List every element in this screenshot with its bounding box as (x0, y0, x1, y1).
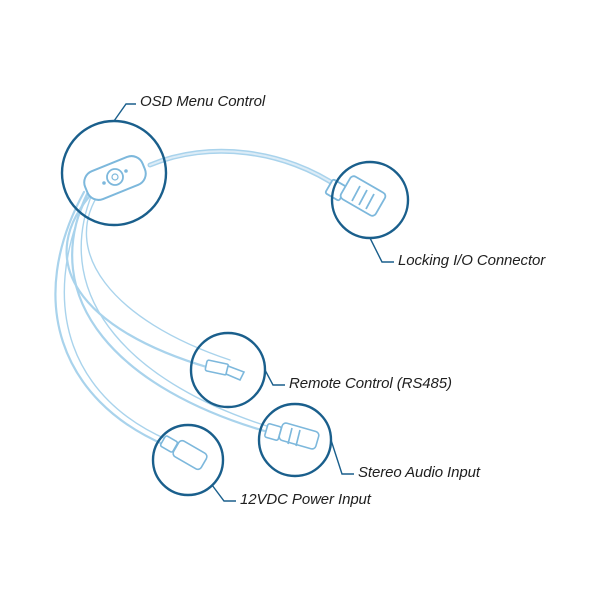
leader-locking (369, 237, 394, 263)
cable-main-core (149, 150, 341, 189)
label-remote-control: Remote Control (RS485) (289, 375, 452, 392)
audio-connector-shape (264, 422, 320, 450)
remote-connector-shape (204, 359, 246, 382)
label-stereo-audio-input: Stereo Audio Input (358, 464, 480, 481)
cable-power-2 (63, 193, 169, 441)
label-power-input: 12VDC Power Input (240, 491, 371, 508)
cable-audio-2 (80, 193, 271, 428)
leader-audio (330, 439, 354, 475)
label-osd-menu-control: OSD Menu Control (140, 93, 266, 110)
osd-box (83, 155, 147, 201)
cable-remote (65, 188, 212, 370)
cable-extra (85, 191, 231, 361)
cable-power (54, 190, 167, 447)
leader-power (211, 484, 236, 502)
leader-osd (113, 103, 136, 122)
label-locking-io-connector: Locking I/O Connector (398, 252, 546, 269)
leader-remote (264, 369, 285, 386)
cable-audio (71, 190, 270, 434)
callout-circle-power (151, 423, 225, 497)
power-connector-shape (159, 435, 208, 471)
